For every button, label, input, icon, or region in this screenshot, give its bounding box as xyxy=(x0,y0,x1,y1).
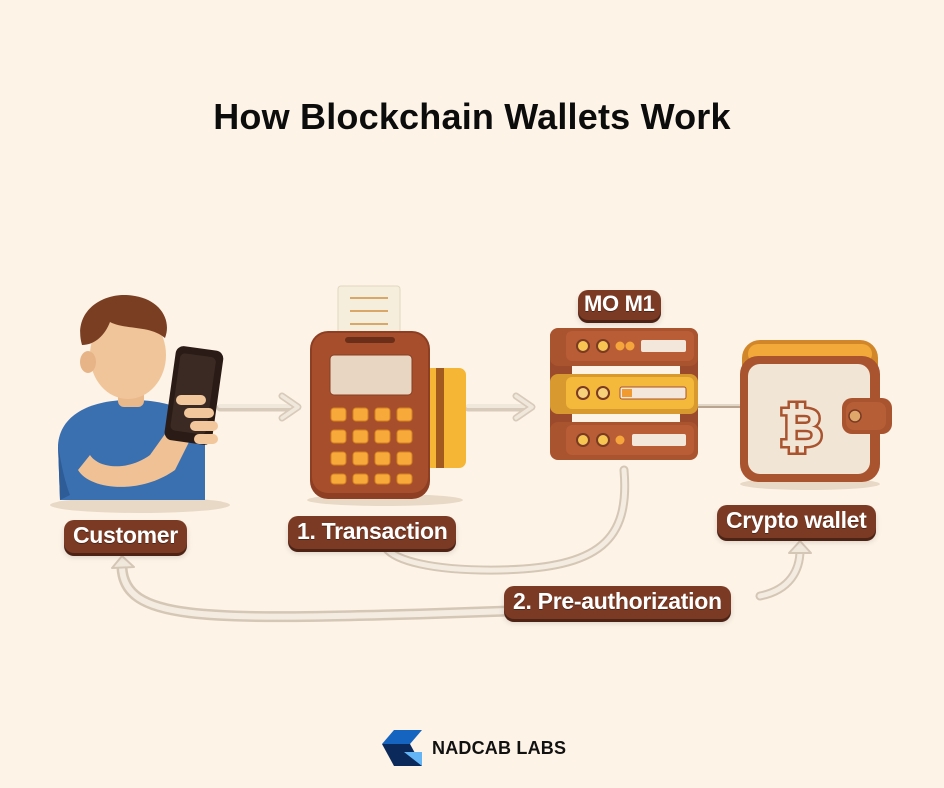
svg-text:₿: ₿ xyxy=(779,398,823,458)
curve-preauthorization xyxy=(111,540,812,623)
logo-text: NADCAB LABS xyxy=(432,737,567,758)
arrow-customer-to-transaction xyxy=(216,392,302,422)
server-stack-icon xyxy=(550,328,698,460)
label-pre-authorization: 2. Pre-authorization xyxy=(504,586,731,619)
page-title: How Blockchain Wallets Work xyxy=(213,96,731,137)
payment-terminal-icon xyxy=(307,285,466,506)
curve-server-to-transaction xyxy=(381,465,630,575)
label-customer: Customer xyxy=(64,520,187,553)
person-with-phone-icon xyxy=(50,294,230,513)
nadcab-logo-icon xyxy=(382,730,422,766)
line-server-to-wallet xyxy=(696,404,745,408)
bitcoin-wallet-icon: ₿ xyxy=(740,340,892,490)
label-transaction: 1. Transaction xyxy=(288,516,457,549)
label-crypto-wallet: Crypto wallet xyxy=(717,505,876,538)
arrow-transaction-to-server xyxy=(464,392,536,422)
brand-logo: NADCAB LABS xyxy=(380,728,566,768)
label-server: MO M1 xyxy=(578,290,661,320)
